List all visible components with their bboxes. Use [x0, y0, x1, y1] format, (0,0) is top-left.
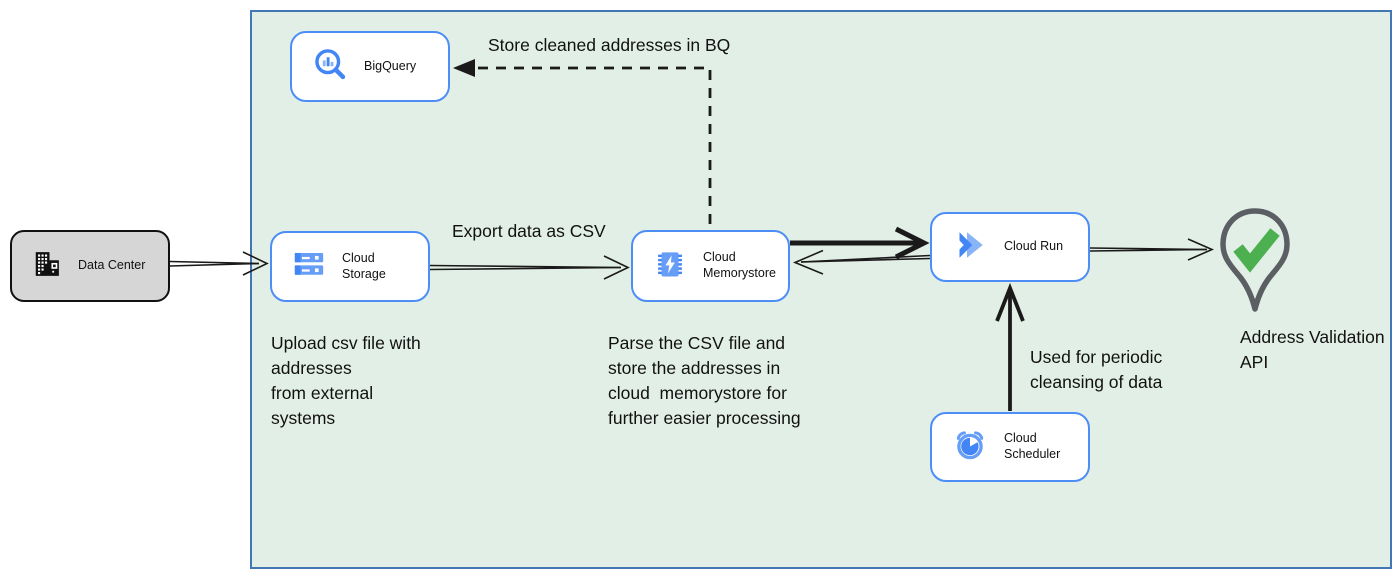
- bigquery-icon: [312, 46, 348, 87]
- annotation-periodic-cleansing: Used for periodic cleansing of data: [1030, 347, 1163, 392]
- node-label: Cloud Storage: [342, 250, 386, 281]
- location-pin-check-icon: [1218, 208, 1292, 342]
- node-cloud-storage: Cloud Storage: [270, 231, 430, 302]
- node-data-center: Data Center: [10, 230, 170, 302]
- node-label: Cloud Run: [1004, 239, 1064, 254]
- annotation-store-cleaned-addresses: Store cleaned addresses in BQ: [488, 35, 731, 55]
- node-cloud-memorystore: Cloud Memorystore: [631, 230, 790, 302]
- annotation-export-data-csv: Export data as CSV: [452, 221, 606, 241]
- cloud-storage-icon: [292, 247, 326, 286]
- cloud-run-icon: [952, 227, 988, 268]
- annotation-parse-csv: Parse the CSV file and store the address…: [608, 333, 801, 428]
- checkmark-icon: [1233, 228, 1280, 273]
- node-cloud-run: Cloud Run: [930, 212, 1090, 282]
- node-label: BigQuery: [364, 58, 417, 73]
- building-icon: [32, 249, 62, 284]
- address-validation-label: Address Validation API: [1240, 327, 1389, 372]
- node-label: Cloud Scheduler: [1004, 431, 1061, 461]
- annotation-upload-csv: Upload csv file with addresses from exte…: [271, 333, 421, 428]
- gcp-boundary-region: [250, 10, 1392, 569]
- scheduler-clock-icon: [952, 427, 988, 468]
- node-bigquery: BigQuery: [290, 31, 450, 102]
- node-label: Data Center: [78, 258, 146, 273]
- location-pin-outline: [1220, 208, 1290, 312]
- node-address-validation: [1218, 206, 1292, 338]
- node-cloud-scheduler: Cloud Scheduler: [930, 412, 1090, 482]
- node-label: Cloud Memorystore: [703, 250, 776, 280]
- memorystore-icon: [653, 247, 687, 286]
